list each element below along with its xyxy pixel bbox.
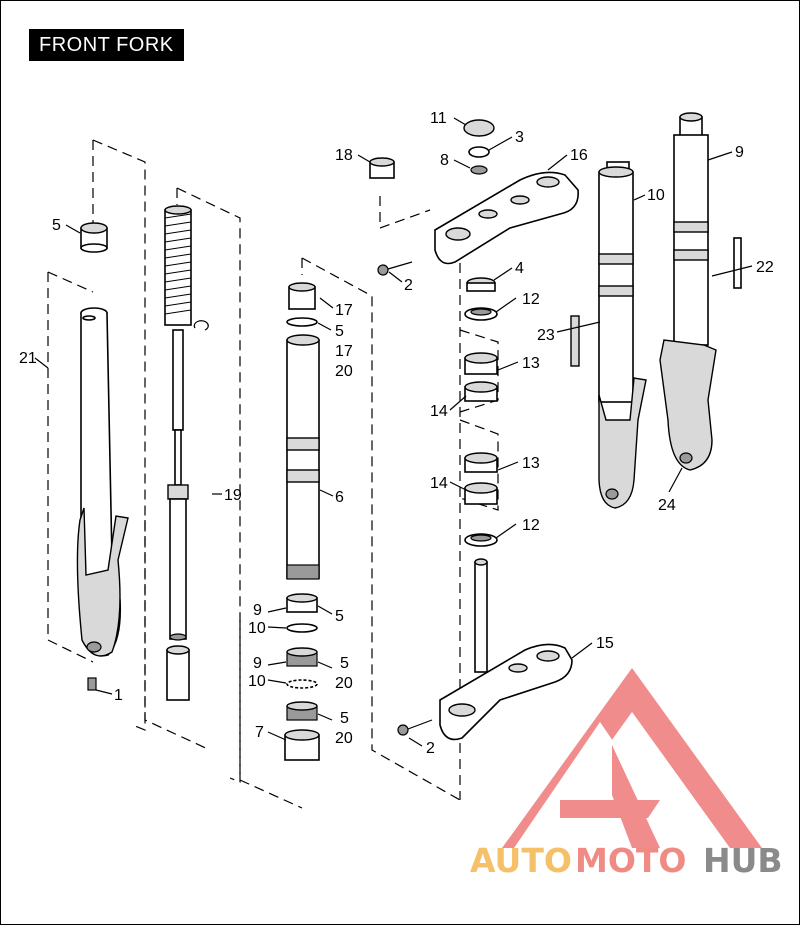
leader-lines xyxy=(34,117,753,747)
callout-13: 13 xyxy=(522,455,540,472)
callout-20: 20 xyxy=(335,675,353,692)
watermark-text-moto: MOTO xyxy=(575,841,686,880)
damper-rod xyxy=(166,329,190,701)
callout-23: 23 xyxy=(537,327,555,344)
snap-ring xyxy=(193,320,209,331)
fork-assembly-left-side xyxy=(598,161,647,509)
reflector-strip-22 xyxy=(733,237,742,289)
callout-4: 4 xyxy=(515,260,524,277)
callout-20: 20 xyxy=(335,363,353,380)
callout-9: 9 xyxy=(735,144,744,161)
callout-5: 5 xyxy=(335,323,344,340)
steering-bearings xyxy=(464,277,498,547)
callout-8: 8 xyxy=(440,152,449,169)
callout-13: 13 xyxy=(522,355,540,372)
assembly-lines xyxy=(47,139,499,809)
callout-1: 1 xyxy=(114,687,123,704)
watermark-emblem xyxy=(502,668,762,848)
callout-19: 19 xyxy=(224,487,242,504)
pinch-bolt-lower xyxy=(397,719,433,736)
callout-24: 24 xyxy=(658,497,676,514)
upper-fork-bracket xyxy=(434,119,579,265)
callout-15: 15 xyxy=(596,635,614,652)
fork-tube-with-bushings xyxy=(284,282,320,761)
watermark-text-auto: AUTO xyxy=(470,841,572,880)
callout-10: 10 xyxy=(248,673,266,690)
callout-21: 21 xyxy=(19,350,37,367)
callout-5: 5 xyxy=(340,710,349,727)
callout-5: 5 xyxy=(335,608,344,625)
callout-2: 2 xyxy=(426,740,435,757)
callout-5: 5 xyxy=(340,655,349,672)
callout-labels: 5 21 1 19 17 5 17 20 6 9 10 5 9 10 5 20 … xyxy=(19,110,774,757)
pinch-bolt-upper xyxy=(377,261,413,276)
callout-9: 9 xyxy=(253,655,262,672)
drain-screw xyxy=(87,677,97,691)
plug xyxy=(369,157,395,179)
callout-2: 2 xyxy=(404,277,413,294)
watermark-text-hub: HUB xyxy=(703,841,783,880)
diagram-title: FRONT FORK xyxy=(29,29,184,61)
callout-10: 10 xyxy=(647,187,665,204)
fork-spring xyxy=(164,205,192,326)
reflector-strip-23 xyxy=(570,315,580,367)
fork-cap-bushing xyxy=(80,222,108,253)
callout-14: 14 xyxy=(430,403,448,420)
lower-fork-bracket xyxy=(439,558,573,741)
callout-18: 18 xyxy=(335,147,353,164)
callout-5: 5 xyxy=(52,217,61,234)
fork-slider-assembly xyxy=(76,307,129,657)
callout-17: 17 xyxy=(335,302,353,319)
callout-6: 6 xyxy=(335,489,344,506)
callout-14: 14 xyxy=(430,475,448,492)
callout-12: 12 xyxy=(522,517,540,534)
fork-assembly-right-side xyxy=(659,112,717,471)
callout-11: 11 xyxy=(430,110,447,127)
callout-7: 7 xyxy=(255,724,264,741)
callout-3: 3 xyxy=(515,129,524,146)
callout-9: 9 xyxy=(253,602,262,619)
callout-10: 10 xyxy=(248,620,266,637)
callout-12: 12 xyxy=(522,291,540,308)
callout-17: 17 xyxy=(335,343,353,360)
callout-20: 20 xyxy=(335,730,353,747)
callout-16: 16 xyxy=(570,147,588,164)
callout-22: 22 xyxy=(756,259,774,276)
